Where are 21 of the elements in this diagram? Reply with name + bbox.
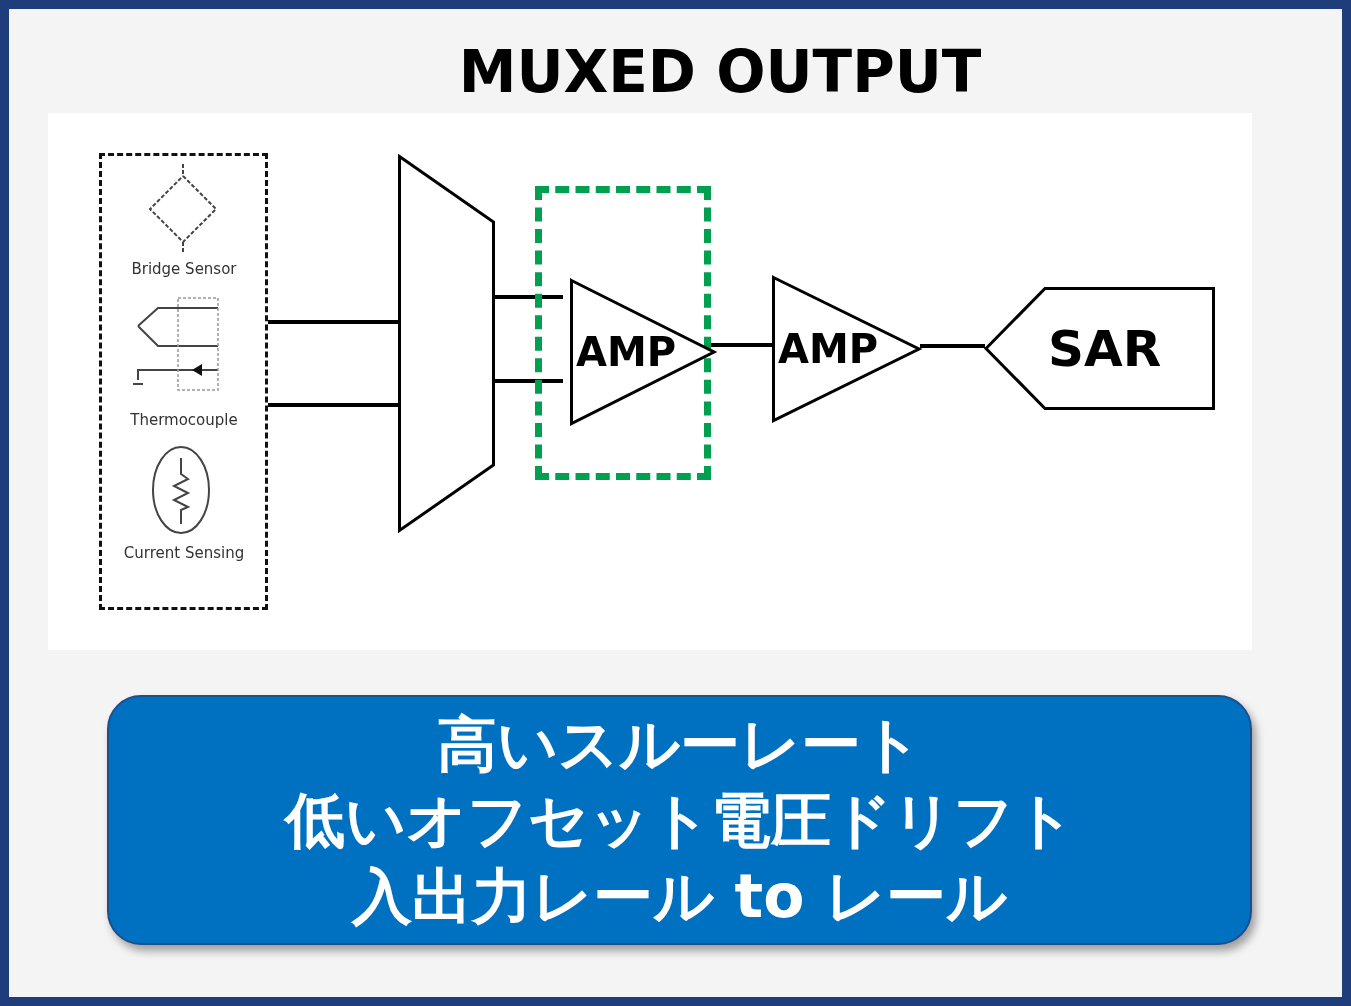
- connector-line: [708, 343, 772, 347]
- amplifier-triangle: [772, 276, 920, 422]
- block-label: AMP: [778, 326, 879, 372]
- connector-line: [920, 344, 985, 348]
- amplifier-triangle: [570, 279, 715, 425]
- block-label: SAR: [1048, 319, 1162, 378]
- title: MUXED OUTPUT: [458, 38, 982, 106]
- block-label: AMP: [576, 329, 677, 375]
- connector-line: [495, 295, 563, 299]
- connector-line: [268, 320, 398, 324]
- sensor-group-box: [99, 153, 268, 610]
- multiplexer-symbol: [398, 155, 495, 532]
- connector-line: [495, 379, 563, 383]
- sensor-label: Thermocouple: [130, 411, 238, 429]
- callout-text: 低いオフセット電圧ドリフト: [284, 784, 1075, 857]
- callout-text: 高いスルーレート: [437, 708, 922, 781]
- feature-callout-box: [107, 695, 1252, 945]
- sensor-label: Bridge Sensor: [131, 260, 237, 278]
- connector-line: [268, 403, 398, 407]
- callout-text: 入出力レール to レール: [351, 860, 1008, 933]
- sensor-label: Current Sensing: [123, 544, 245, 562]
